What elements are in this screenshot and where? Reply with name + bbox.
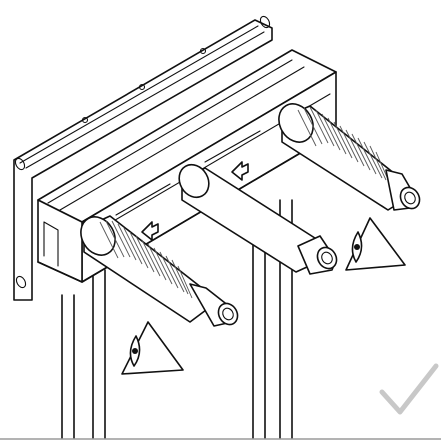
center-plug bbox=[178, 163, 338, 275]
eye-in-triangle-icon bbox=[121, 321, 184, 375]
left-threaded-plug bbox=[80, 215, 239, 327]
flow-arrow-right bbox=[231, 161, 249, 181]
right-threaded-plug bbox=[278, 103, 421, 211]
eye-in-triangle-icon bbox=[345, 217, 406, 271]
flow-arrow-left bbox=[141, 221, 159, 241]
check-icon bbox=[379, 363, 439, 415]
mounting-plate bbox=[13, 15, 273, 301]
